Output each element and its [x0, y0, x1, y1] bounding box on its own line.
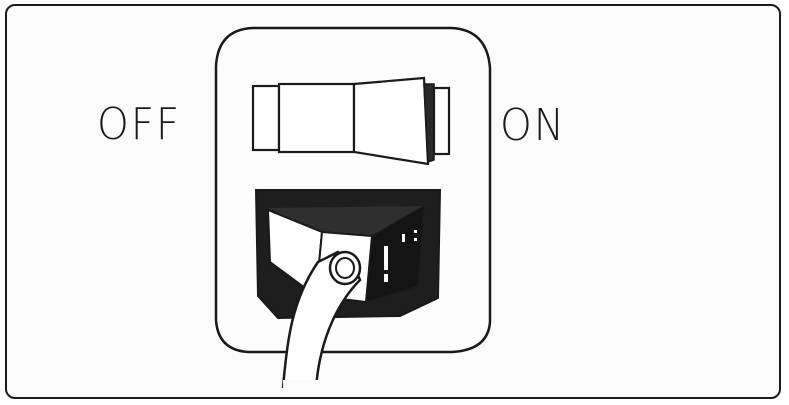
rocker-switch-icon: [253, 78, 449, 164]
off-label: OFF: [97, 103, 181, 147]
on-label: ON: [500, 104, 566, 148]
